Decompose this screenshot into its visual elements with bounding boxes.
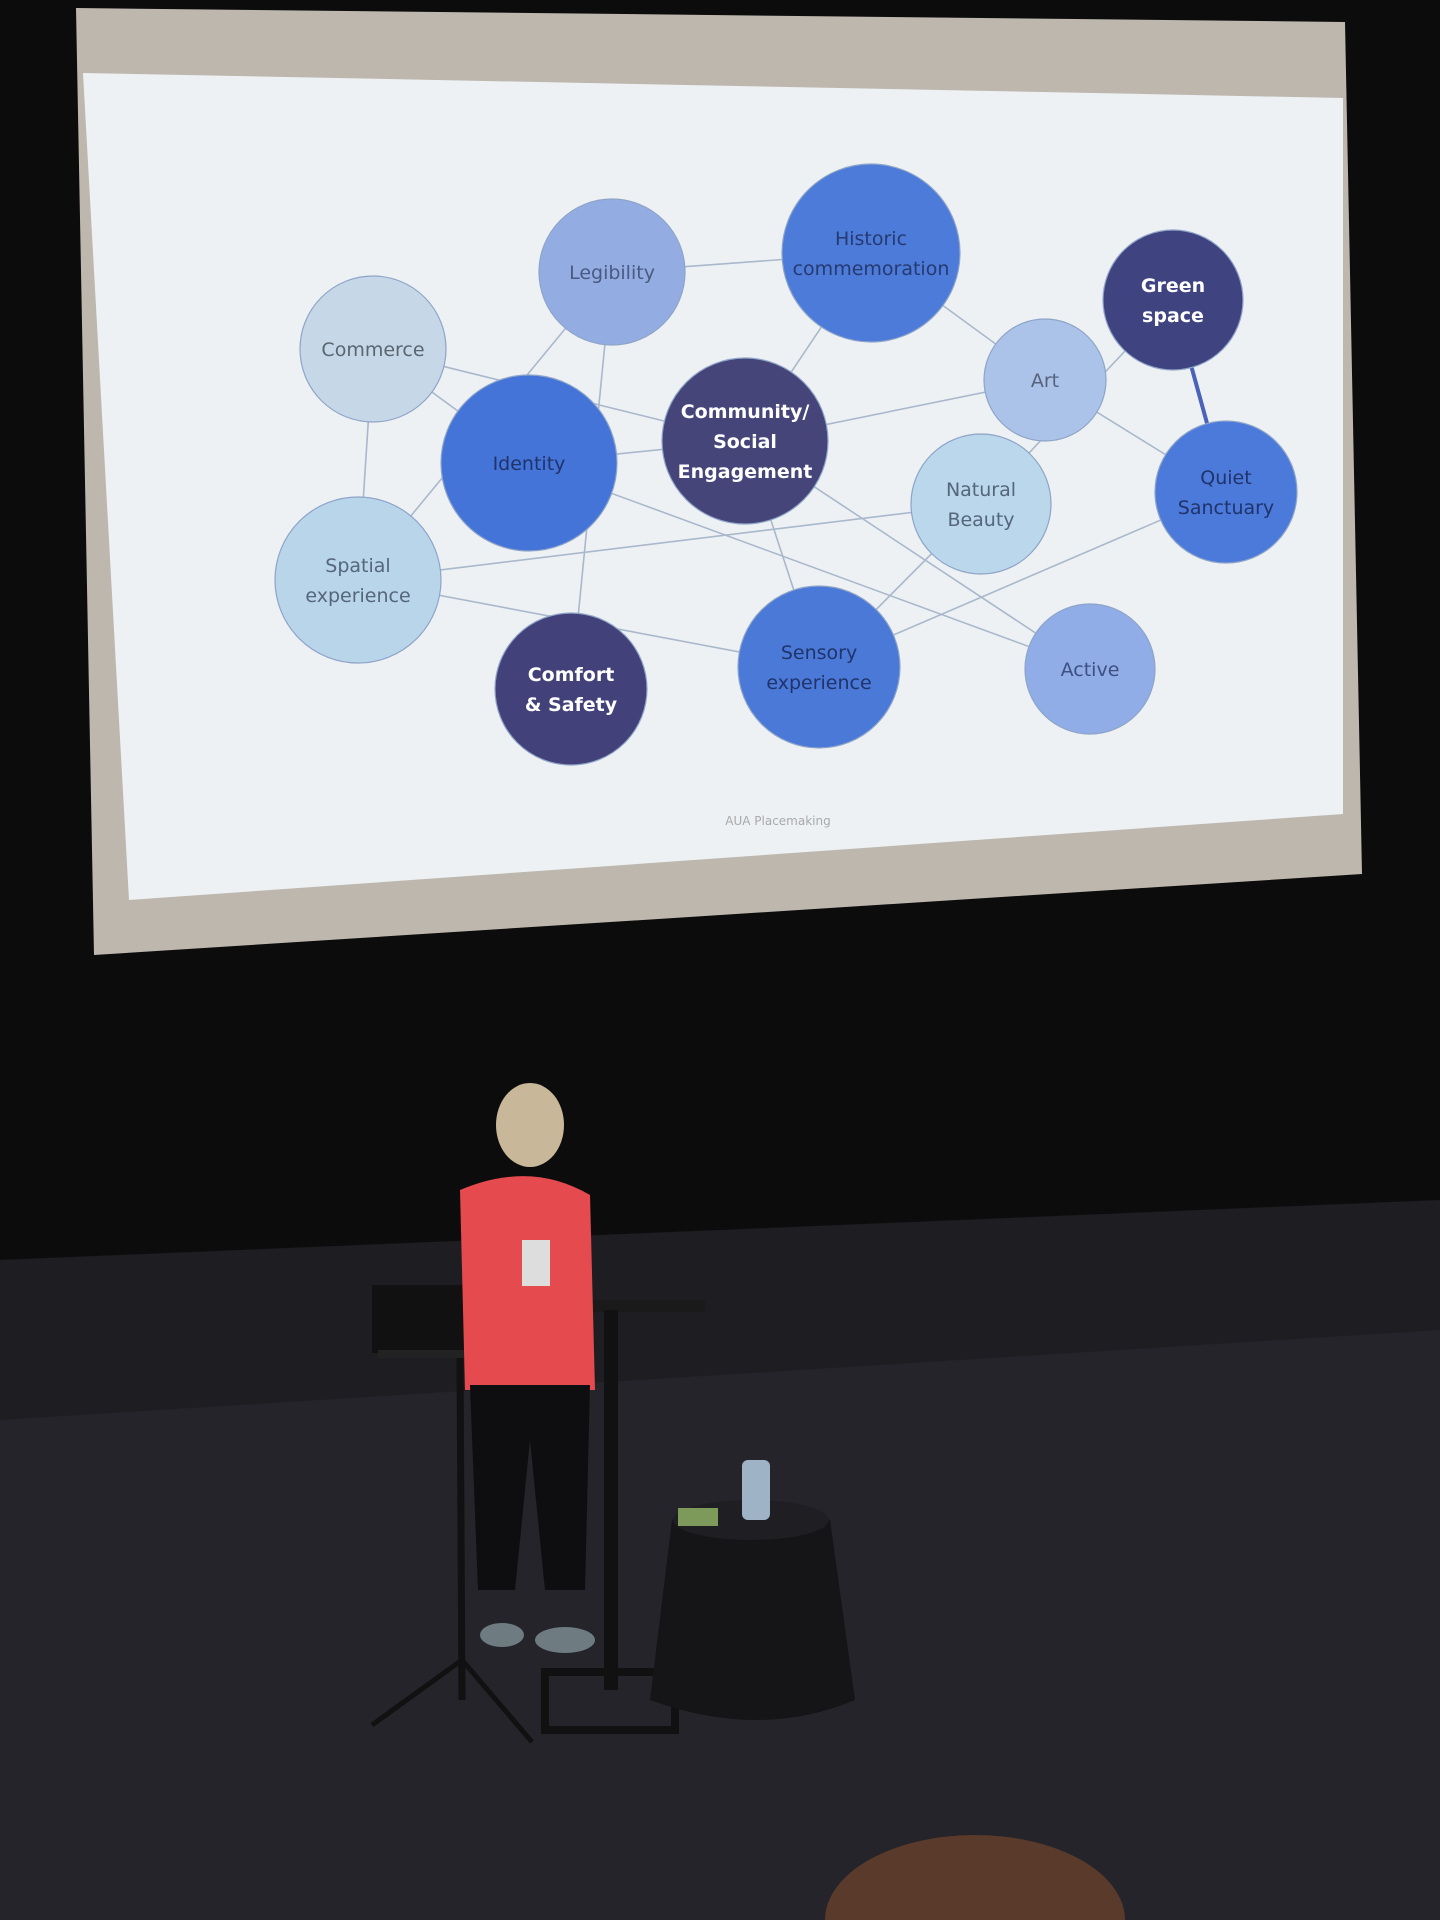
- node-commerce: Commerce: [299, 275, 447, 423]
- node-label: Community/: [681, 401, 810, 423]
- node-label: Natural: [946, 479, 1016, 501]
- node-label: Identity: [493, 453, 566, 475]
- node-circle: [538, 198, 686, 346]
- node-label: commemoration: [793, 258, 950, 280]
- node-active: Active: [1024, 603, 1156, 735]
- node-label: Historic: [835, 228, 907, 250]
- node-spatial: Spatial experience: [274, 496, 442, 664]
- node-label: Engagement: [678, 461, 813, 483]
- edge-natural-spatial: [357, 503, 982, 581]
- node-circle: [274, 496, 442, 664]
- node-label: space: [1142, 305, 1204, 327]
- node-label: experience: [766, 672, 871, 694]
- node-circle: [1102, 229, 1244, 371]
- node-label: Quiet: [1200, 467, 1251, 489]
- speaker: [460, 1083, 595, 1653]
- node-label: Beauty: [947, 509, 1014, 531]
- speaker-head: [496, 1083, 564, 1167]
- side-table: [650, 1460, 855, 1720]
- node-sensory: Sensory experience: [737, 585, 901, 749]
- node-label: Active: [1061, 659, 1120, 681]
- edge-identity-active: [528, 462, 1091, 670]
- node-label: Spatial: [325, 555, 390, 577]
- node-green: Green space: [1102, 229, 1244, 371]
- node-circle: [910, 433, 1052, 575]
- node-circle: [1024, 603, 1156, 735]
- snack: [678, 1508, 718, 1526]
- node-circle: [1154, 420, 1298, 564]
- name-badge: [522, 1240, 550, 1286]
- node-label: Legibility: [569, 262, 655, 284]
- node-label: Comfort: [528, 664, 615, 686]
- node-circle: [661, 357, 829, 525]
- node-label: Social: [713, 431, 777, 453]
- node-art: Art: [983, 318, 1107, 442]
- node-identity: Identity: [440, 374, 618, 552]
- node-historic: Historic commemoration: [781, 163, 961, 343]
- node-label: experience: [305, 585, 410, 607]
- speaker-pants: [470, 1385, 590, 1590]
- node-label: Sensory: [781, 642, 857, 664]
- node-legibility: Legibility: [538, 198, 686, 346]
- node-label: Green: [1141, 275, 1205, 297]
- node-circle: [983, 318, 1107, 442]
- slide-footer: AUA Placemaking: [725, 814, 830, 828]
- node-label: Sanctuary: [1178, 497, 1274, 519]
- audience-head: [825, 1835, 1125, 1920]
- node-circle: [781, 163, 961, 343]
- node-comfort: Comfort & Safety: [494, 612, 648, 766]
- node-label: Commerce: [321, 339, 424, 361]
- water-bottle: [742, 1460, 770, 1520]
- node-circle: [299, 275, 447, 423]
- node-circle: [440, 374, 618, 552]
- node-circle: [737, 585, 901, 749]
- node-label: & Safety: [525, 694, 618, 716]
- node-circle: [494, 612, 648, 766]
- node-label: Art: [1031, 370, 1059, 392]
